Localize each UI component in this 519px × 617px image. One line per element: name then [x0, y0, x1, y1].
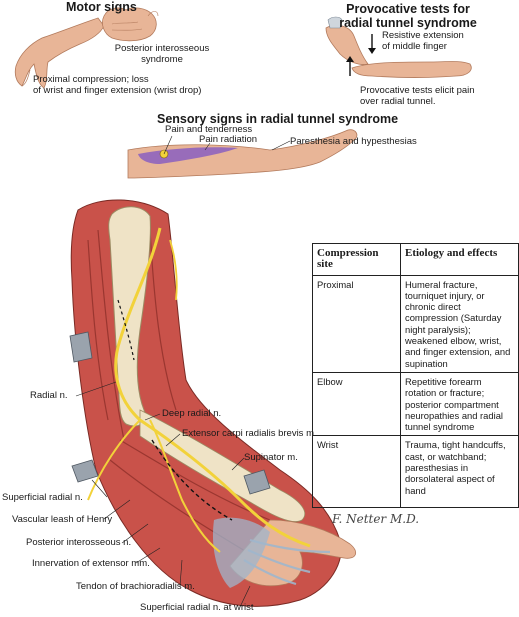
artist-signature: F. Netter M.D. — [332, 512, 420, 526]
label-superficial-radial-wrist: Superficial radial n. at wrist — [140, 602, 254, 613]
pain-radiation-label: Pain radiation — [199, 134, 258, 145]
cell-effects: Trauma, tight handcuffs, cast, or watchb… — [400, 435, 519, 509]
motor-signs-title: Motor signs — [66, 0, 137, 14]
cell-site: Proximal — [312, 274, 401, 373]
label-tendon-brachioradialis: Tendon of brachioradialis m. — [76, 581, 195, 592]
provocative-elicit-label: Provocative tests elicit pain over radia… — [360, 85, 475, 107]
table-row: Proximal Humeral fracture, tourniquet in… — [312, 274, 519, 373]
label-supinator-muscle: Supinator m. — [244, 452, 298, 463]
resistive-extension-line2: of middle finger — [382, 41, 447, 52]
label-superficial-radial-nerve: Superficial radial n. — [2, 492, 83, 503]
pin-syndrome-label: Posterior interosseous syndrome — [107, 43, 217, 65]
compression-table: Compression site Etiology and effects Pr… — [312, 243, 519, 509]
pin-syndrome-label-line2: syndrome — [141, 54, 183, 65]
cell-effects: Repetitive forearm rotation or fracture;… — [400, 371, 519, 437]
arm-dissection-illustration — [69, 199, 357, 607]
table-row: Elbow Repetitive forearm rotation or fra… — [312, 371, 519, 437]
table-row: Wrist Trauma, tight handcuffs, cast, or … — [312, 435, 519, 509]
resistive-extension-label: Resistive extension of middle finger — [382, 30, 464, 52]
paresthesia-label: Paresthesia and hypesthesias — [290, 136, 417, 147]
sensory-forearm-illustration — [127, 129, 358, 179]
provocative-title-line1: Provocative tests for — [346, 2, 470, 16]
compression-table-wrapper: Compression site Etiology and effects Pr… — [312, 243, 519, 509]
provocative-title: Provocative tests for radial tunnel synd… — [338, 2, 478, 30]
sensory-signs-title: Sensory signs in radial tunnel syndrome — [157, 112, 399, 126]
leader-lines — [75, 135, 291, 608]
wrist-drop-label-line2: of wrist and finger extension (wrist dro… — [33, 85, 202, 96]
posterior-interosseous-hand-illustration — [102, 7, 159, 42]
label-posterior-interosseous: Posterior interosseous n. — [26, 537, 132, 548]
label-innervation-extensor: Innervation of extensor mm. — [32, 558, 150, 569]
provocative-elicit-line1: Provocative tests elicit pain — [360, 85, 475, 96]
label-radial-nerve: Radial n. — [30, 390, 68, 401]
provocative-test-illustration — [325, 16, 472, 78]
wrist-drop-label: Proximal compression; loss of wrist and … — [33, 74, 201, 96]
wrist-drop-label-line1: Proximal compression; loss — [33, 74, 149, 85]
pain-tenderness-label: Pain and tenderness — [165, 124, 253, 135]
header-etiology: Etiology and effects — [400, 243, 519, 276]
provocative-elicit-line2: over radial tunnel. — [360, 96, 436, 107]
cell-site: Wrist — [312, 435, 401, 509]
label-ecrb-muscle: Extensor carpi radialis brevis m. — [182, 428, 317, 439]
resistive-extension-line1: Resistive extension — [382, 30, 464, 41]
provocative-title-line2: radial tunnel syndrome — [339, 16, 477, 30]
cell-effects: Humeral fracture, tourniquet injury, or … — [400, 274, 519, 373]
label-deep-radial-nerve: Deep radial n. — [162, 408, 222, 419]
table-header-row: Compression site Etiology and effects — [312, 243, 519, 276]
label-vascular-leash: Vascular leash of Henry — [12, 514, 113, 525]
cell-site: Elbow — [312, 371, 401, 437]
wrist-drop-hand-illustration — [14, 17, 105, 89]
pin-syndrome-label-line1: Posterior interosseous — [114, 43, 210, 54]
header-compression-site: Compression site — [312, 243, 401, 276]
